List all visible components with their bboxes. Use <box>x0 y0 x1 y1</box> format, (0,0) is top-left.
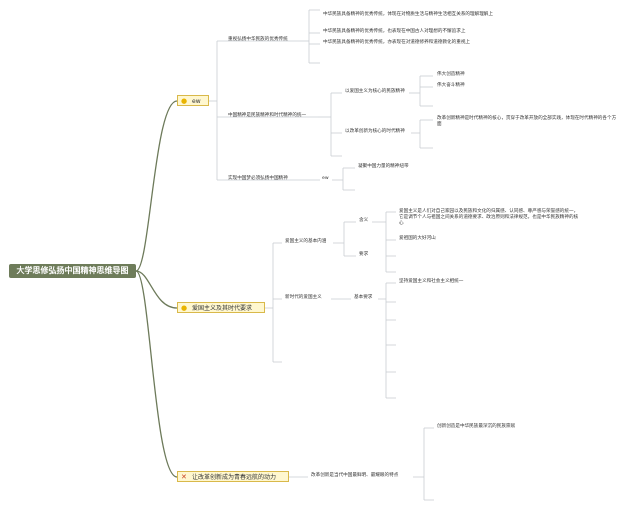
branch-label: ew <box>192 98 201 105</box>
sun-icon: ● <box>181 97 188 105</box>
node-b1-c2-s1[interactable]: 以爱国主义为核心的民族精神 <box>345 89 405 94</box>
connector-root-b2 <box>135 270 178 309</box>
node-b1-c1-item-3[interactable]: 中华民族具备精神的优秀传统，亦表现在对道德修养和道德教化的重视上 <box>323 40 471 45</box>
root-node[interactable]: 大学思修弘扬中国精神思维导图 <box>9 264 136 278</box>
node-b2-c1-s1[interactable]: 含义 <box>359 218 369 223</box>
node-b1-c1-item-1[interactable]: 中华民族具备精神的优秀传统，体现在对物质生活与精神生活相互关系的理解理解上 <box>323 12 493 17</box>
node-b1-c3-item-1[interactable]: 凝聚中国力量的精神纽带 <box>358 164 409 169</box>
node-b1-c1[interactable]: 重视弘扬中华民族的优秀传统 <box>228 37 288 42</box>
branch-label: 让改革创新成为青春远航的动力 <box>192 474 277 481</box>
node-b2-c1-s2[interactable]: 要求 <box>359 252 369 257</box>
node-b1-c2-s1-item-1[interactable]: 伟大创造精神 <box>437 72 465 77</box>
node-b1-c3[interactable]: 实现中国梦必须弘扬中国精神 <box>228 176 288 181</box>
node-b2-c1-s2-item-1[interactable]: 爱祖国的大好河山 <box>399 236 436 241</box>
node-b1-c3-sub[interactable]: ew <box>322 176 329 181</box>
connector-root-b3 <box>135 270 178 478</box>
node-b3-c1[interactable]: 改革创新是当代中国最鲜明、最耀眼的特点 <box>311 473 399 478</box>
node-b1-c2-s2-item-1[interactable]: 改革创新精神是时代精神的核心，贯穿于改革开放的全部实践，体现在时代精神的各个方面 <box>437 116 617 127</box>
branch-node-reform[interactable]: ✕ 让改革创新成为青春远航的动力 <box>177 471 289 482</box>
node-b1-c2[interactable]: 中国精神是民族精神和时代精神的统一 <box>228 113 307 118</box>
connector-root-b1 <box>135 100 178 272</box>
node-b2-c2-s1-item-1[interactable]: 坚持爱国主义和社会主义相统一 <box>399 279 464 284</box>
node-b1-c2-s2[interactable]: 以改革创新为核心的时代精神 <box>345 129 405 134</box>
branch-node-ew[interactable]: ● ew <box>177 95 209 106</box>
branch-label: 爱国主义及其时代要求 <box>192 305 253 312</box>
node-b3-c1-item-1[interactable]: 创新创造是中华民族最深沉的民族禀赋 <box>437 424 516 429</box>
branch-node-patriotism[interactable]: ● 爱国主义及其时代要求 <box>177 302 265 313</box>
node-b2-c1-s1-item-1[interactable]: 爱国主义是人们对自己家园以及民族和文化的归属感、认同感、尊严感与荣誉感的统一，它… <box>399 209 579 226</box>
node-b2-c1[interactable]: 爱国主义的基本内涵 <box>285 239 327 244</box>
sun-icon: ● <box>181 304 188 312</box>
node-b1-c2-s1-item-2[interactable]: 伟大奋斗精神 <box>437 83 465 88</box>
node-b2-c2[interactable]: 新时代的爱国主义 <box>285 295 322 300</box>
cross-icon: ✕ <box>181 473 187 481</box>
node-b2-c2-s1[interactable]: 基本要求 <box>354 295 373 300</box>
node-b1-c1-item-2[interactable]: 中华民族具备精神的优秀传统，也表现在中国古人对理想的不懈追求上 <box>323 29 466 34</box>
